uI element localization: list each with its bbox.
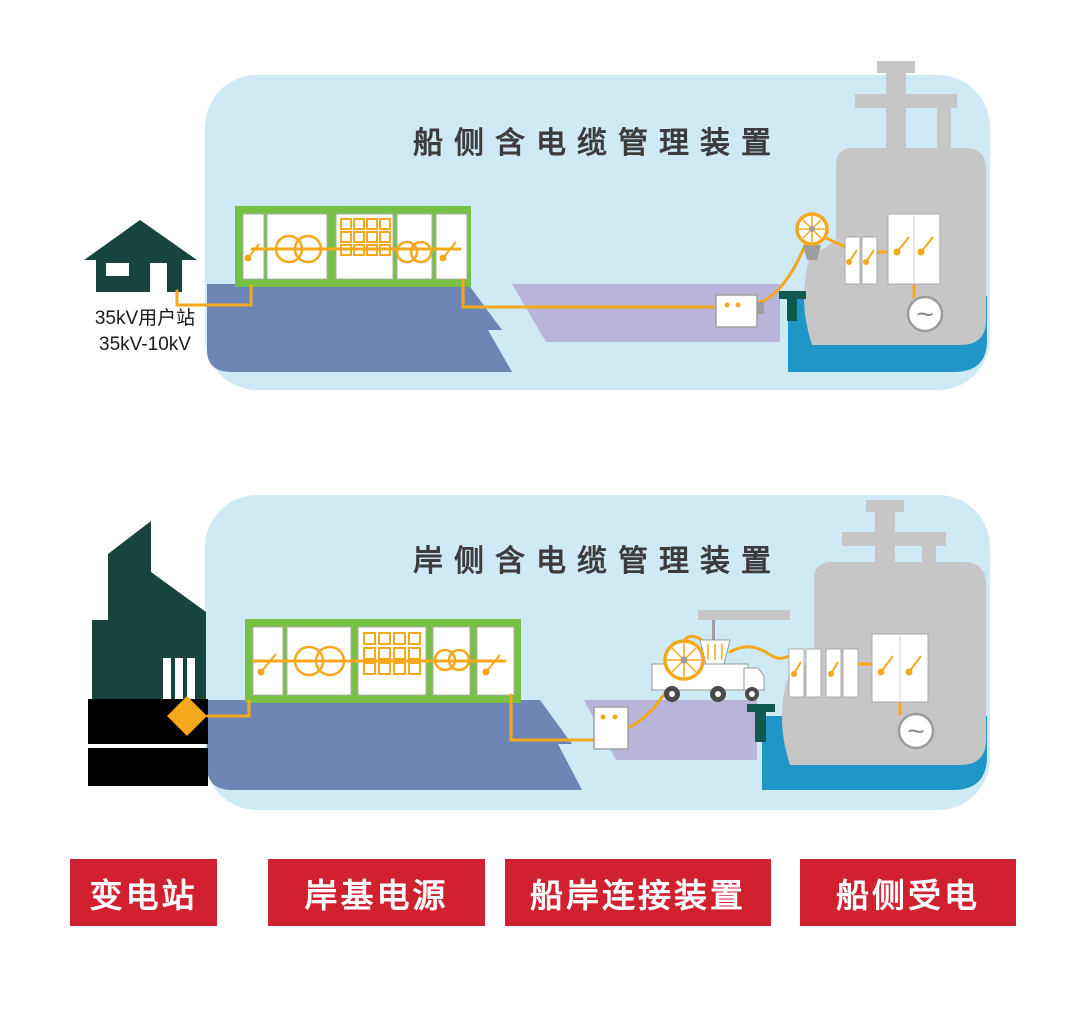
shore-connection-box [715,294,764,328]
shore-facility [235,206,471,287]
shore-side-title: 岸侧含电缆管理装置 [413,545,782,578]
bollard-icon [779,291,806,321]
cable-reel-icon [663,639,705,681]
cable-truck-icon [651,639,765,702]
legend-substation: 变电站 [70,859,217,926]
generator-icon: ~ [906,295,944,333]
legend-ship-side-receiving: 船侧受电 [800,859,1016,926]
caption-block [88,699,208,786]
ship-side-title: 船侧含电缆管理装置 [413,127,782,160]
bollard-icon [747,704,775,742]
platform-blue [207,700,582,790]
legend-shore-power: 岸基电源 [268,859,485,926]
ship-side-panel: ~ [84,61,990,390]
transformer-icon [274,234,433,264]
onboard-switchgear [844,213,941,285]
shore-side-panel: ~ [88,495,990,810]
legend-ship-shore-connection: 船岸连接装置 [505,859,771,926]
connector-diamond-icon [167,696,207,736]
cable-run [175,234,916,309]
platform-blue [207,284,512,372]
substation-house-icon [84,220,197,292]
pier-purple [512,284,780,342]
substation-label: 35kV用户站 35kV-10kV [65,306,225,358]
switch-icon [257,653,501,676]
diagram-graphics: ~ [84,61,990,810]
generator-symbol: ~ [916,298,934,331]
transformer-icon [293,645,471,677]
shore-connection-box [593,706,629,750]
substation-label-line2: 35kV-10kV [99,334,191,355]
switch-icon [244,241,457,262]
generator-icon: ~ [897,712,935,750]
cable-reel-icon [795,212,829,260]
onboard-switchgear [788,633,929,703]
converter-grid-icon [363,632,421,675]
substation-building-icon [92,521,206,705]
substation-label-line1: 35kV用户站 [94,308,196,329]
generator-symbol: ~ [907,715,925,748]
